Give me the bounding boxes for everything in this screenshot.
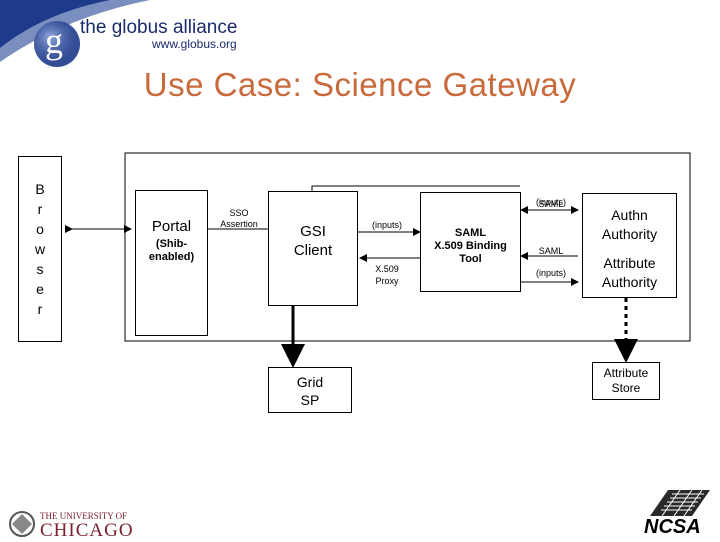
globus-logo: g the globus alliance www.globus.org	[0, 0, 260, 70]
saml-label-bottom: SAML	[538, 246, 564, 256]
sso-assertion-label: SSO Assertion	[220, 208, 258, 229]
grid-sp-box	[268, 367, 352, 413]
browser-letter: o	[36, 221, 44, 237]
saml-label-top: SAML	[538, 199, 564, 209]
uchicago-phoenix-icon	[9, 511, 35, 537]
browser-box	[18, 156, 62, 342]
browser-letter: s	[36, 261, 44, 277]
ncsa-grid-icon	[650, 489, 710, 517]
globus-logo-url: www.globus.org	[152, 37, 237, 51]
portal-box	[135, 190, 208, 336]
saml-binding-tool-label: SAML X.509 Binding Tool	[434, 227, 507, 265]
portal-label: Portal	[151, 218, 192, 235]
portal-sublabel: (Shib- enabled)	[148, 238, 195, 263]
uchicago-line2: CHICAGO	[40, 520, 134, 541]
browser-letter: r	[37, 201, 43, 217]
slide-title: Use Case: Science Gateway	[143, 66, 577, 103]
attribute-store-label: Attribute Store	[603, 366, 649, 395]
bottom-inputs-label: (inputs)	[535, 268, 566, 278]
saml-binding-tool-box	[420, 192, 521, 292]
grid-sp-label: Grid SP	[296, 374, 324, 408]
globus-logo-letter: g	[45, 21, 63, 61]
inputs-label: (inputs)	[371, 220, 402, 230]
browser-letter: r	[37, 301, 43, 317]
gsi-client-label: GSI Client	[293, 223, 333, 259]
x509-proxy-label: X.509 Proxy	[375, 264, 399, 286]
gsi-client-box	[268, 191, 358, 306]
top-inputs-label: (inputs)	[535, 197, 566, 207]
attribute-authority-label: Attribute Authority	[601, 255, 658, 290]
ncsa-text: NCSA	[644, 516, 701, 538]
authority-box	[582, 193, 677, 298]
browser-letter: w	[34, 241, 46, 257]
globus-swoosh-icon	[0, 0, 150, 67]
authn-authority-label: Authn Authority	[601, 207, 658, 242]
ncsa-logo: NCSA	[640, 488, 716, 538]
browser-letter: B	[35, 181, 45, 197]
browser-letter: e	[36, 281, 44, 297]
globus-logo-text: the globus alliance	[80, 17, 238, 38]
uchicago-logo: THE UNIVERSITY OF CHICAGO	[6, 508, 176, 541]
attribute-store-box	[592, 362, 660, 400]
uchicago-line1: THE UNIVERSITY OF	[40, 511, 128, 521]
